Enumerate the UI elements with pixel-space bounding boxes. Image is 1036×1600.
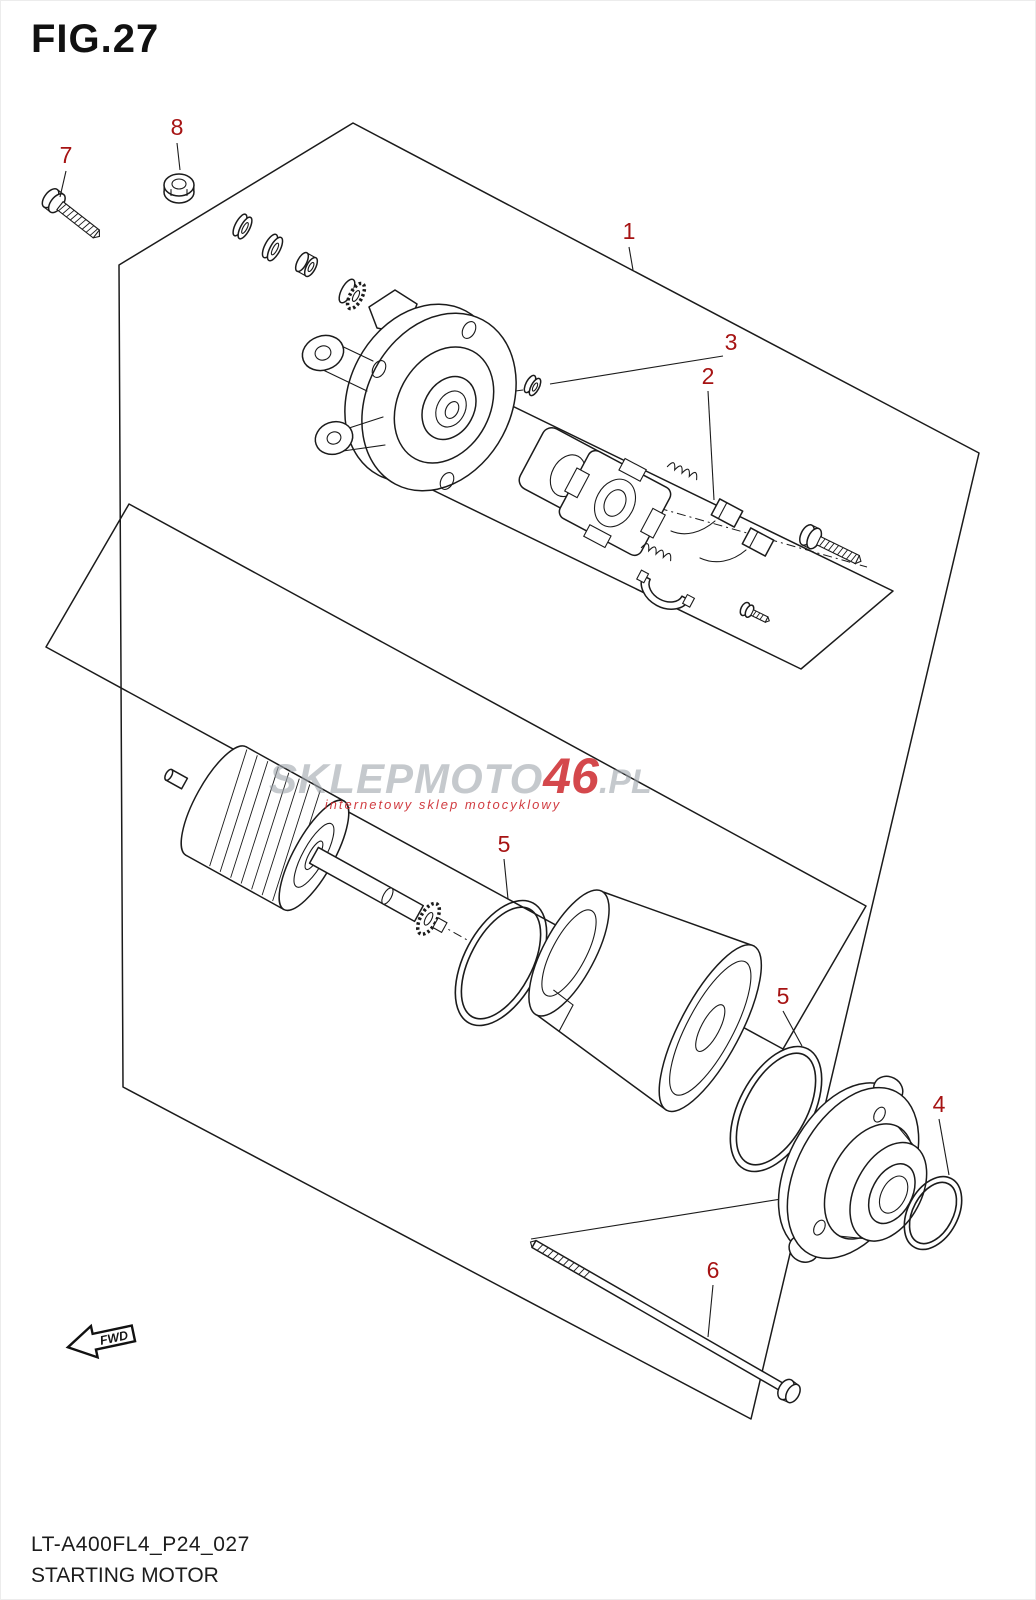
callout-5a: 5 — [498, 831, 511, 857]
front-bracket — [301, 303, 517, 492]
callout-4: 4 — [933, 1091, 946, 1117]
nut-8-part — [163, 173, 195, 204]
part-code: LT-A400FL4_P24_027 — [31, 1533, 250, 1556]
armature-box — [45, 503, 867, 1050]
armature — [164, 745, 448, 936]
callout-8: 8 — [171, 114, 184, 140]
callout-1: 1 — [623, 218, 636, 244]
washer-3-part — [523, 374, 542, 397]
footer: LT-A400FL4_P24_027 STARTING MOTOR — [31, 1533, 250, 1588]
end-cover — [777, 1075, 928, 1263]
fwd-label: FWD — [99, 1328, 130, 1348]
washer-stack — [232, 213, 319, 278]
outer-box — [118, 122, 980, 1420]
through-bolt-6 — [529, 1239, 801, 1404]
brush-holder — [558, 449, 672, 557]
bolt-7-part — [41, 188, 101, 239]
callout-3: 3 — [725, 329, 738, 355]
pinion-gear — [338, 278, 367, 311]
yoke-housing — [528, 889, 763, 1113]
brush-springs — [640, 462, 698, 562]
part-name: STARTING MOTOR — [31, 1564, 219, 1587]
callout-7: 7 — [60, 142, 73, 168]
o-ring-4 — [903, 1175, 963, 1251]
centerlines — [436, 389, 868, 942]
leader-lines — [59, 142, 950, 1338]
brush-clamp — [636, 569, 696, 610]
callout-6: 6 — [707, 1257, 720, 1283]
bolt-pointer-line — [530, 1192, 820, 1240]
terminal-bolt — [799, 524, 862, 565]
carbon-brushes — [670, 498, 775, 563]
callout-2: 2 — [702, 363, 715, 389]
fwd-arrow: FWD — [65, 1323, 137, 1360]
holder-screw — [739, 601, 770, 623]
figure-title: FIG.27 — [31, 17, 160, 61]
callout-5b: 5 — [777, 983, 790, 1009]
